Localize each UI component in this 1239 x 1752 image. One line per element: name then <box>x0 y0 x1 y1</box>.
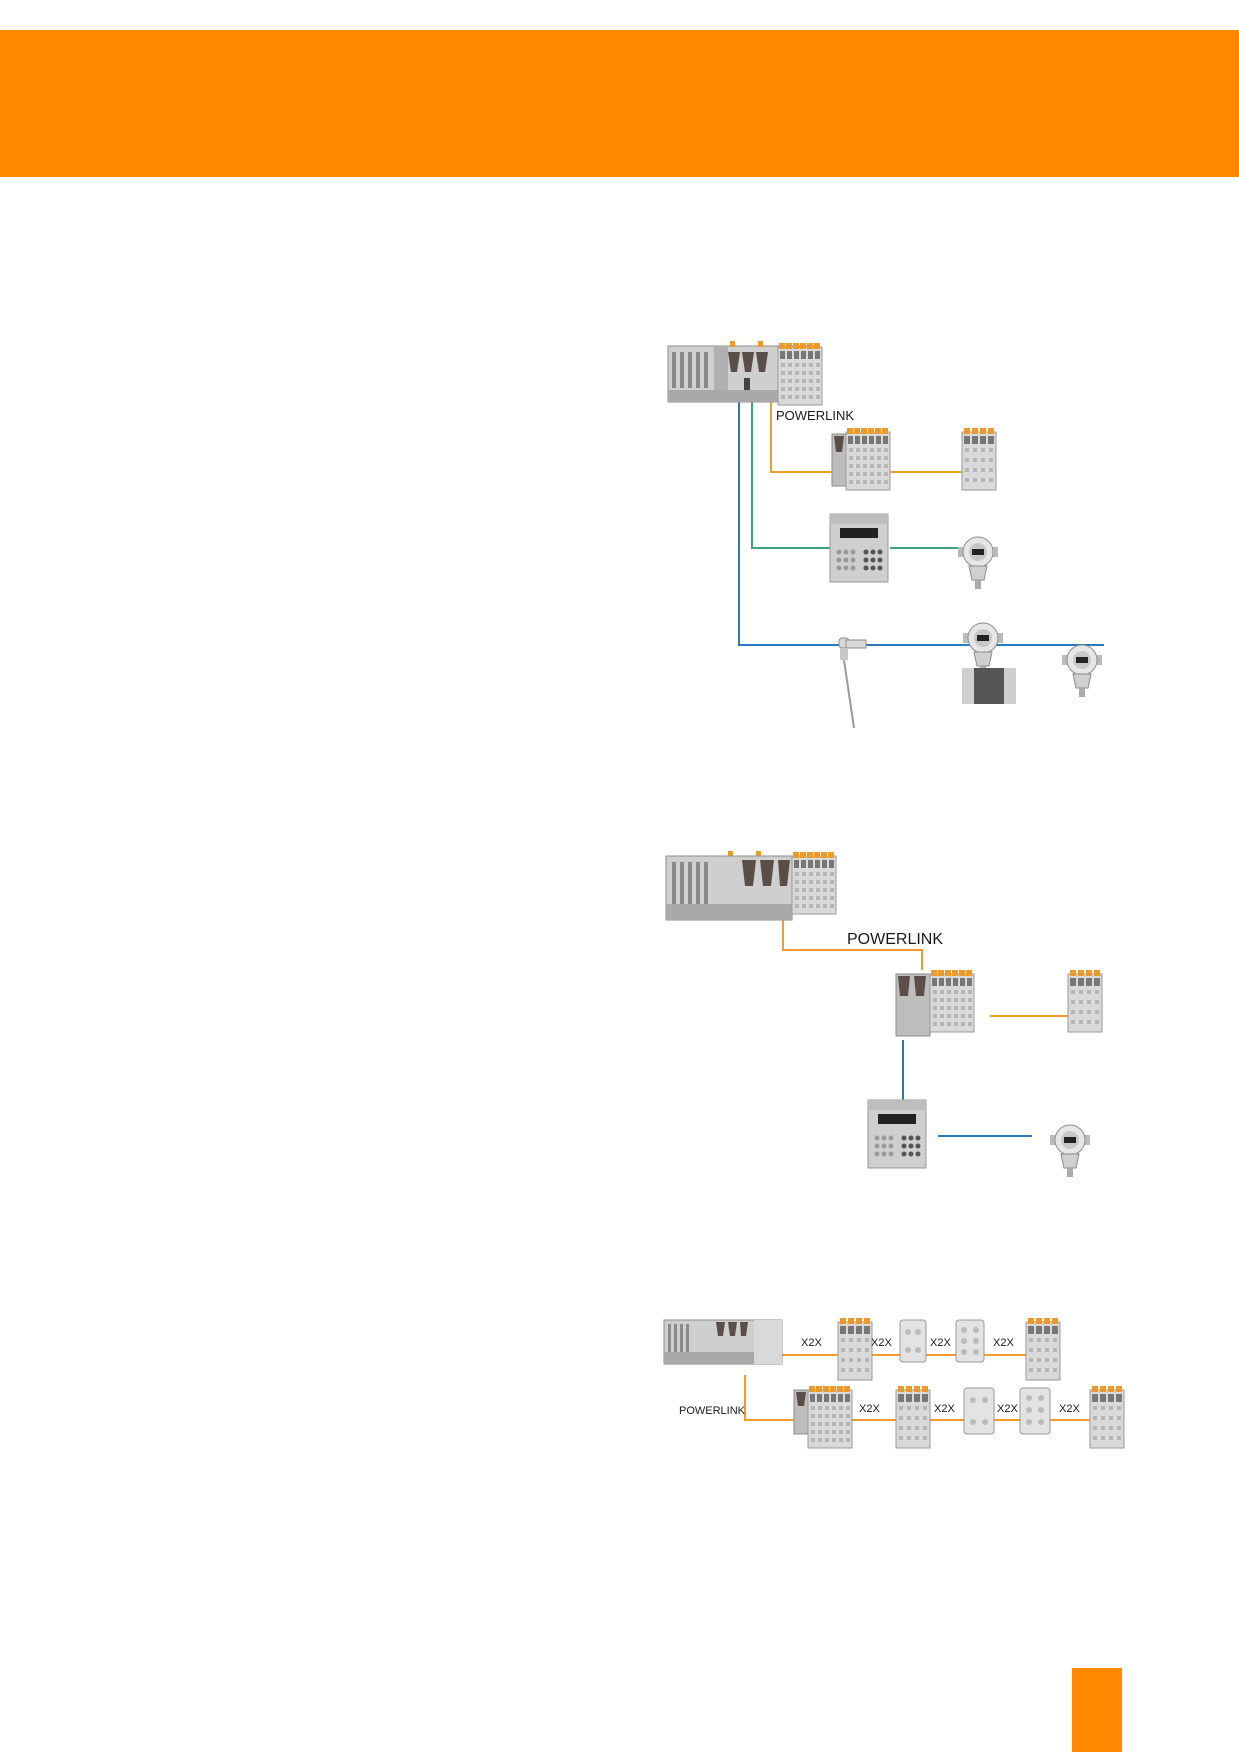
bus-label: POWERLINK <box>679 1405 746 1417</box>
bus-label: POWERLINK <box>847 931 943 948</box>
powerlink-line <box>782 916 923 970</box>
io-module <box>807 1385 853 1449</box>
io-block <box>1019 1387 1051 1435</box>
temperature-sensor <box>838 637 867 729</box>
io-module <box>1089 1385 1125 1449</box>
x2x-label: X2X <box>1059 1403 1080 1415</box>
header-band <box>0 30 1239 177</box>
flow-meter <box>962 622 1016 704</box>
io-module <box>1025 1317 1061 1381</box>
topology-diagram-3: X2X X2X X2X X2X POWERLINK X2X X2X X2X X2… <box>663 1317 1125 1449</box>
operator-panel <box>829 513 889 583</box>
x2x-label: X2X <box>997 1403 1018 1415</box>
x2x-label: X2X <box>930 1337 951 1349</box>
x2x-label: X2X <box>859 1403 880 1415</box>
bus-coupler <box>793 1389 809 1435</box>
io-module <box>1067 969 1103 1033</box>
plc-controller <box>665 850 817 921</box>
powerlink-line <box>744 1375 794 1421</box>
pressure-transmitter <box>1061 644 1103 698</box>
topology-diagram-1: POWERLINK <box>667 340 1104 729</box>
x2x-label: X2X <box>993 1337 1014 1349</box>
operator-panel <box>867 1099 927 1169</box>
fieldbus-line <box>738 400 1104 646</box>
bus-coupler <box>831 433 847 487</box>
io-module <box>895 1385 931 1449</box>
io-module <box>961 427 997 491</box>
x2x-label: X2X <box>801 1337 822 1349</box>
io-block <box>955 1319 985 1363</box>
io-module <box>791 851 837 915</box>
x2x-label: X2X <box>871 1337 892 1349</box>
io-module <box>837 1317 873 1381</box>
plc-controller <box>663 1319 783 1365</box>
io-module <box>845 427 891 491</box>
page-tab <box>1072 1668 1122 1752</box>
io-module <box>777 342 823 406</box>
pressure-transmitter <box>1049 1124 1091 1178</box>
topology-diagram-2: POWERLINK <box>665 850 1103 1178</box>
fieldbus-line <box>751 400 832 549</box>
io-module <box>929 969 975 1033</box>
io-block <box>963 1387 995 1435</box>
bus-coupler <box>895 973 931 1037</box>
bus-label: POWERLINK <box>776 408 854 423</box>
io-block <box>899 1319 927 1363</box>
x2x-label: X2X <box>934 1403 955 1415</box>
pressure-transmitter <box>957 536 999 590</box>
